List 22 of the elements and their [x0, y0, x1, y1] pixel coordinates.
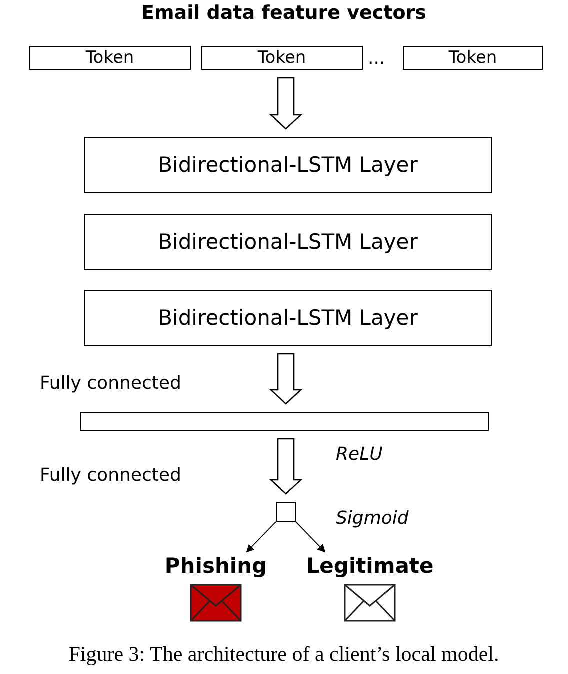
ellipsis: ... — [368, 48, 386, 69]
arrow — [246, 522, 276, 553]
block-arrow — [269, 353, 303, 405]
block-arrow — [269, 77, 303, 130]
arrow — [296, 522, 326, 553]
token-box: Token — [201, 46, 363, 70]
layer-box: Bidirectional-LSTM Layer — [84, 290, 492, 346]
layer-label: Fully connected — [40, 465, 182, 486]
output-node-box — [276, 502, 296, 522]
activation-label: ReLU — [336, 444, 383, 465]
class-label: Legitimate — [306, 554, 434, 578]
caption: Figure 3: The architecture of a client’s local model. — [68, 642, 500, 667]
activation-label: Sigmoid — [336, 508, 409, 529]
token-box: Token — [29, 46, 191, 70]
token-box: Token — [403, 46, 543, 70]
layer-box: Bidirectional-LSTM Layer — [84, 214, 492, 270]
block-arrow — [269, 438, 303, 495]
layer-label: Fully connected — [40, 373, 182, 394]
class-label: Phishing — [164, 554, 268, 578]
layer-box: Bidirectional-LSTM Layer — [84, 137, 492, 193]
dense-layer-bar — [80, 412, 489, 431]
title: Email data feature vectors — [140, 2, 428, 24]
